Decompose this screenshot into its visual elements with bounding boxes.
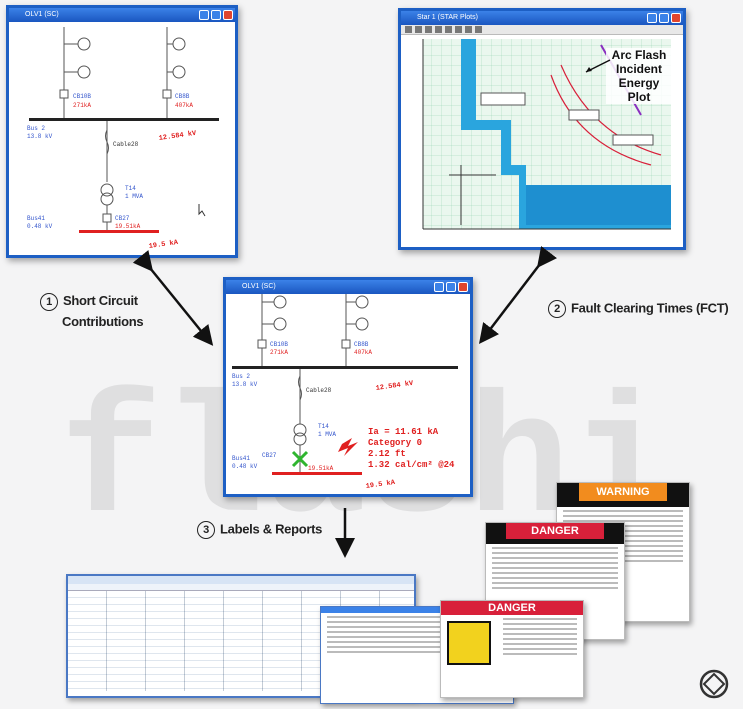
arrow-step-1 (132, 250, 214, 346)
bus-2-kv: 13.8 kV (27, 133, 53, 140)
window-title: OLV1 (SC) (25, 11, 59, 18)
cable-label: Cable28 (306, 387, 332, 394)
bus-41-name: Bus41 (232, 455, 250, 462)
cb27-value: 19.51kA (115, 223, 141, 230)
arc-flash-category: Category 0 (368, 438, 422, 448)
cb10b-value: 271kA (270, 349, 288, 356)
window-title: Star 1 (STAR Plots) (417, 14, 478, 21)
plot-toolbar[interactable] (401, 25, 683, 35)
maximize-icon[interactable] (446, 282, 456, 292)
cb8b-value: 407kA (354, 349, 372, 356)
transformer-name: T14 (125, 185, 136, 192)
step-3-number: 3 (197, 521, 215, 539)
cb8b-label: CB8B (175, 93, 190, 100)
short-circuit-window[interactable]: OLV1 (SC) CB10B 271kA CB8B 407kA Bus 2 1… (6, 5, 238, 258)
callout-arrow-icon (585, 59, 611, 73)
arrow-step-2 (478, 246, 558, 344)
danger-heading: DANGER (506, 523, 604, 539)
transformer-rating: 1 MVA (125, 193, 143, 200)
lightning-bolt-icon (338, 438, 358, 456)
cb27-label: CB27 (262, 452, 277, 459)
bus-41-name: Bus41 (27, 215, 45, 222)
one-line-diagram-arc-flash: CB10B 271kA CB8B 407kA Bus 2 13.8 kV 12.… (226, 294, 470, 494)
bus-2-name: Bus 2 (232, 373, 250, 380)
bus-2-bar (29, 118, 219, 121)
maximize-icon[interactable] (211, 10, 221, 20)
bus-41-bar (272, 472, 362, 475)
one-line-diagram: CB10B 271kA CB8B 407kA Bus 2 13.8 kV 12.… (9, 22, 235, 255)
close-icon[interactable] (458, 282, 468, 292)
close-icon[interactable] (671, 13, 681, 23)
fault-location-icon (291, 450, 309, 468)
bus-41-kv: 0.48 kV (27, 223, 53, 230)
warning-heading: WARNING (579, 483, 667, 501)
cb10b-value: 271kA (73, 102, 91, 109)
transformer-name: T14 (318, 423, 329, 430)
electric-shock-icon (447, 621, 491, 665)
bus-2-kv: 13.8 kV (232, 381, 258, 388)
cb8b-value: 407kA (175, 102, 193, 109)
company-logo-icon (699, 669, 729, 699)
cb27-value: 19.51kA (308, 465, 334, 472)
arc-flash-result-window[interactable]: OLV1 (SC) CB10B 271kA CB8B 407kA Bus 2 1… (223, 277, 473, 497)
bus-41-kv: 0.48 kV (232, 463, 258, 470)
window-title: OLV1 (SC) (242, 283, 276, 290)
danger-label-large: DANGER (440, 600, 584, 698)
arc-flash-current: Ia = 11.61 kA (368, 427, 439, 437)
bus-2-bar (232, 366, 458, 369)
cable-label: Cable28 (113, 141, 139, 148)
cb10b-label: CB10B (270, 341, 288, 348)
close-icon[interactable] (223, 10, 233, 20)
arc-flash-boundary: 2.12 ft (368, 449, 406, 459)
cb8b-label: CB8B (354, 341, 369, 348)
arc-flash-energy: 1.32 cal/cm² @24 (368, 460, 455, 470)
minimize-icon[interactable] (434, 282, 444, 292)
maximize-icon[interactable] (659, 13, 669, 23)
bus-41-bar (79, 230, 159, 233)
cb10b-label: CB10B (73, 93, 91, 100)
minimize-icon[interactable] (647, 13, 657, 23)
result-window-titlebar[interactable]: OLV1 (SC) (226, 280, 470, 294)
transformer-rating: 1 MVA (318, 431, 336, 438)
mouse-cursor-icon (198, 204, 206, 217)
danger-large-heading: DANGER (441, 601, 583, 615)
fct-window-titlebar[interactable]: Star 1 (STAR Plots) (401, 11, 683, 25)
arc-flash-callout: Arc Flash Incident Energy Plot (606, 48, 672, 104)
bus-2-name: Bus 2 (27, 125, 45, 132)
fault-clearing-time-window[interactable]: Star 1 (STAR Plots) (398, 8, 686, 250)
short-circuit-window-titlebar[interactable]: OLV1 (SC) (9, 8, 235, 22)
cb27-label: CB27 (115, 215, 130, 222)
minimize-icon[interactable] (199, 10, 209, 20)
step-1-line2: Contributions (62, 314, 144, 329)
